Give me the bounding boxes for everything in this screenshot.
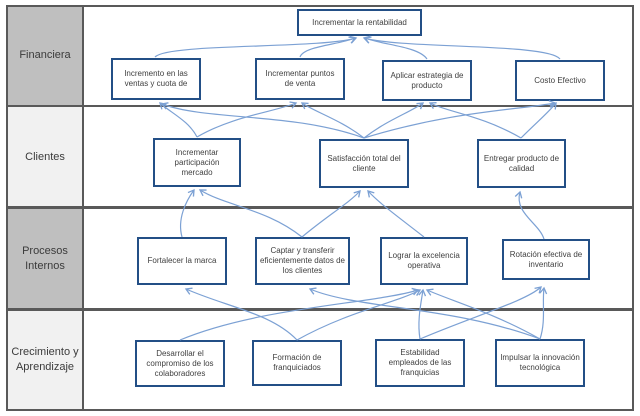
perspective-label: Procesos Internos [22,244,68,272]
edge-ventas-rentabilidad [154,35,358,58]
edge-rotacion-entregar [514,190,545,240]
node-incrementar-participacion-mercado: Incrementar participación mercado [153,138,241,187]
edge-satisfaccion-estrategia [363,102,425,139]
row-divider-3 [6,308,634,311]
node-fortalecer-marca: Fortalecer la marca [137,237,227,285]
edge-impulsar-lograr [425,288,541,340]
edge-estrategia-rentabilidad [363,36,428,60]
edge-estabilidad-rotacion [419,286,542,340]
node-incrementar-puntos-venta: Incrementar puntos de venta [255,58,345,100]
node-lograr-excelencia-operativa: Lograr la excelencia operativa [380,237,468,285]
node-incremento-ventas-cuota: Incremento en las ventas y cuota de [111,58,201,100]
perspective-crecimiento-aprendizaje: Crecimiento y Aprendizaje [6,309,84,411]
row-divider-1 [6,105,634,107]
edge-estabilidad-lograr [418,288,427,340]
node-captar-transferir-datos: Captar y transferir eficientemente datos… [255,237,350,285]
edge-entregar-estrategia [428,101,522,139]
node-desarrollar-compromiso: Desarrollar el compromiso de los colabor… [135,340,225,387]
edge-puntos-rentabilidad [299,36,357,58]
perspective-label: Crecimiento y Aprendizaje [11,346,79,373]
edge-participacion-puntos [196,101,298,138]
edge-desarrollar-lograr [179,287,420,341]
edge-entregar-costo [520,101,557,139]
perspective-financiera: Financiera [6,5,84,106]
edge-captar-participacion [198,189,303,238]
perspective-procesos-internos: Procesos Internos [6,208,84,309]
row-divider-2 [6,206,634,209]
node-entregar-producto-calidad: Entregar producto de calidad [477,139,566,188]
edge-participacion-ventas [159,102,198,138]
node-formacion-franquiciados: Formación de franquiciados [252,340,342,386]
edge-impulsar-captar [308,287,541,340]
edge-formacion-fortalecer [184,287,298,341]
edge-satisfaccion-puntos [300,102,365,139]
edge-fortalecer-participacion [180,188,195,238]
edge-lograr-satisfaccion [367,190,425,238]
node-impulsar-innovacion: Impulsar la innovación tecnológica [495,339,585,387]
perspective-clientes: Clientes [6,106,84,208]
node-incrementar-rentabilidad: Incrementar la rentabilidad [297,9,422,36]
edge-satisfaccion-ventas [160,102,365,139]
edge-satisfaccion-costo [363,100,557,139]
edge-impulsar-rotacion [539,286,548,340]
label-column-divider [82,5,84,411]
edge-costo-rentabilidad [362,35,561,60]
node-satisfaccion-total-cliente: Satisfacción total del cliente [319,139,409,188]
node-costo-efectivo: Costo Efectivo [515,60,605,101]
perspective-label: Financiera [19,49,71,62]
node-aplicar-estrategia-producto: Aplicar estrategia de producto [382,60,472,101]
node-rotacion-efectiva-inventario: Rotación efectiva de inventario [502,239,590,280]
edge-captar-satisfaccion [301,190,361,238]
edge-formacion-lograr [296,289,422,341]
node-estabilidad-empleados: Estabilidad empleados de las franquicias [375,339,465,387]
perspective-label: Clientes [25,150,65,163]
